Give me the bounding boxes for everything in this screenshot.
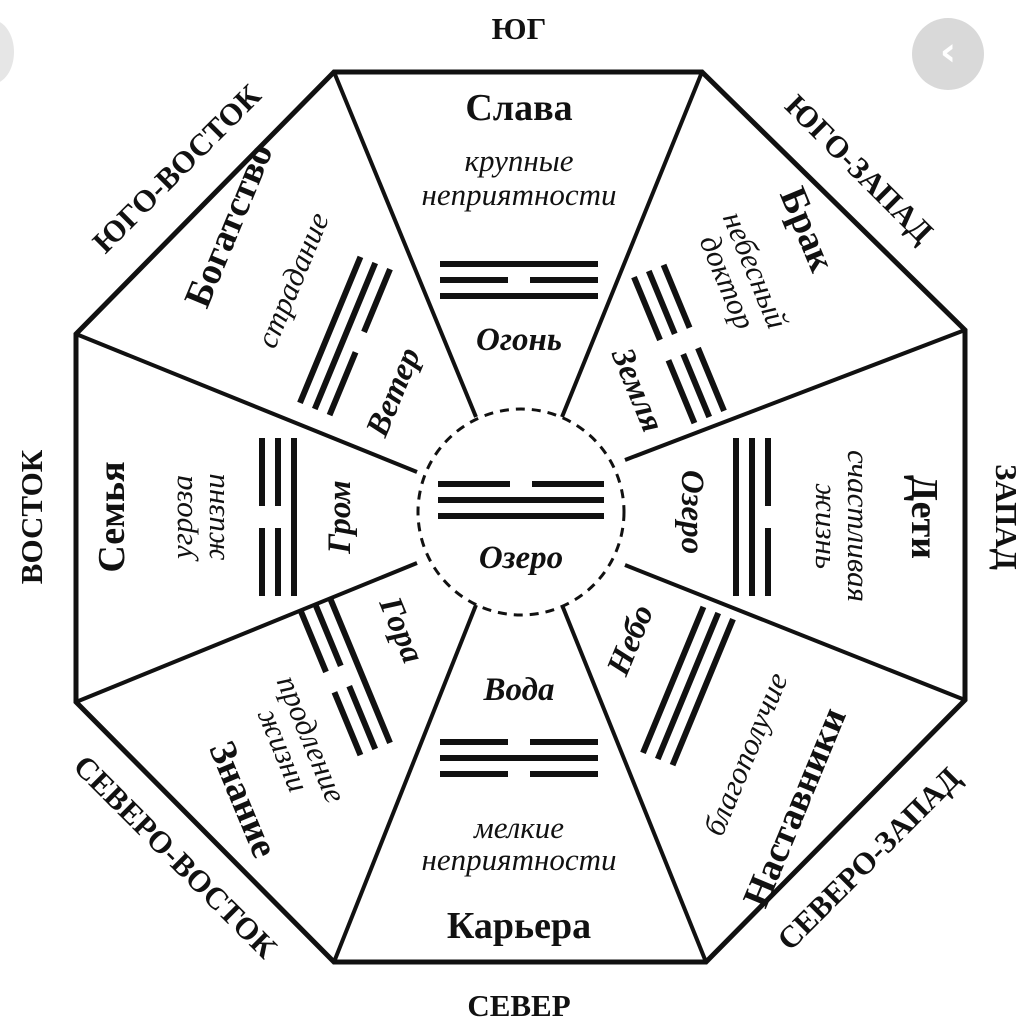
sector-southwest: Брак небесный доктор Земля [604, 181, 844, 437]
trigram-broken-segment [297, 607, 329, 674]
trigram-broken-segment [530, 771, 598, 777]
trigram-south [440, 261, 598, 299]
element-label-west: Озеро [674, 470, 710, 554]
direction-east: ВОСТОК [14, 449, 49, 584]
trigram-solid-line [438, 497, 604, 503]
sector-west: Дети счастливая жизнь Озеро [674, 438, 945, 602]
sector-northeast: Гора продление жизни Знание [200, 591, 430, 864]
direction-north: СЕВЕР [467, 988, 570, 1023]
area-label-southwest: Брак [771, 181, 843, 278]
sector-north: Вода мелкие неприятности Карьера [422, 672, 617, 947]
trigram-broken-segment [765, 438, 771, 506]
meaning-line1-north: мелкие [473, 810, 564, 845]
trigram-broken-segment [326, 351, 359, 417]
sector-east: Семья угроза жизни Гром [91, 438, 358, 596]
trigram-solid-line [654, 611, 722, 761]
sector-dividers [75, 71, 966, 963]
trigram-solid-line [749, 438, 755, 596]
sector-south: Слава крупные неприятности Огонь [422, 87, 617, 358]
sector-southeast: Богатство страдание Ветер [176, 137, 428, 442]
trigram-solid-line [311, 261, 379, 411]
meaning-line2-west: жизнь [809, 483, 844, 569]
trigram-broken-segment [530, 277, 598, 283]
trigram-broken-segment [765, 528, 771, 596]
trigram-solid-line [733, 438, 739, 596]
previous-image-button[interactable] [0, 20, 14, 84]
trigram-broken-segment [660, 263, 693, 329]
chevron-left-icon: ‹ [939, 29, 957, 75]
meaning-line1-southeast: страдание [249, 207, 336, 353]
element-label-southeast: Ветер [359, 343, 428, 443]
sector-northwest: Небо благополучие Наставники [600, 600, 855, 913]
trigram-broken-segment [695, 346, 727, 413]
trigram-broken-segment [440, 771, 508, 777]
area-label-east: Семья [91, 461, 133, 572]
element-label-southwest: Земля [604, 342, 671, 437]
trigram-broken-segment [532, 481, 604, 487]
trigram-broken-segment [438, 481, 510, 487]
trigram-solid-line [440, 261, 598, 267]
area-label-south: Слава [465, 87, 572, 129]
back-button[interactable]: ‹ [912, 18, 984, 90]
area-label-north: Карьера [447, 905, 591, 947]
element-label-north: Вода [483, 672, 555, 708]
trigram-broken-segment [530, 739, 598, 745]
element-label-center: Озеро [479, 540, 563, 576]
meaning-line1-south: крупные [465, 143, 574, 178]
element-label-northeast: Гора [371, 591, 431, 668]
element-label-northwest: Небо [600, 600, 661, 682]
trigram-solid-line [291, 438, 297, 596]
trigram-northeast [297, 595, 393, 757]
center: Озеро [438, 481, 604, 576]
trigram-center [438, 481, 604, 519]
trigram-north [440, 739, 598, 777]
trigram-solid-line [640, 605, 707, 755]
trigram-east [259, 438, 297, 596]
meaning-line2-south: неприятности [422, 177, 617, 212]
meaning-line1-east: угроза [164, 475, 199, 562]
trigram-broken-segment [680, 353, 713, 419]
trigram-solid-line [440, 293, 598, 299]
meaning-line1-west: счастливая [841, 450, 876, 602]
trigram-broken-segment [361, 267, 393, 334]
center-circle [416, 407, 626, 617]
meaning-line2-east: жизни [196, 473, 231, 560]
element-label-east: Гром [322, 480, 358, 554]
trigram-broken-segment [440, 739, 508, 745]
direction-south: ЮГ [492, 11, 547, 46]
area-label-west: Дети [903, 475, 945, 559]
trigram-broken-segment [346, 685, 379, 751]
trigram-broken-segment [275, 438, 281, 506]
trigram-solid-line [297, 255, 364, 405]
meaning-line2-north: неприятности [422, 842, 617, 877]
trigram-broken-segment [440, 277, 508, 283]
trigram-broken-segment [311, 601, 344, 667]
trigram-solid-line [440, 755, 598, 761]
trigram-solid-line [438, 513, 604, 519]
direction-west: ЗАПАД [989, 464, 1024, 570]
trigram-southwest [631, 263, 727, 425]
element-label-south: Огонь [476, 322, 562, 358]
trigram-west [733, 438, 771, 596]
trigram-broken-segment [259, 528, 265, 596]
trigram-northwest [640, 605, 736, 767]
trigram-broken-segment [665, 359, 698, 425]
trigram-broken-segment [331, 691, 364, 757]
trigram-broken-segment [259, 438, 265, 506]
trigram-broken-segment [631, 275, 663, 342]
trigram-solid-line [326, 595, 393, 745]
trigram-broken-segment [275, 528, 281, 596]
trigram-southeast [297, 255, 393, 417]
trigram-solid-line [669, 617, 736, 767]
trigram-broken-segment [645, 269, 678, 335]
